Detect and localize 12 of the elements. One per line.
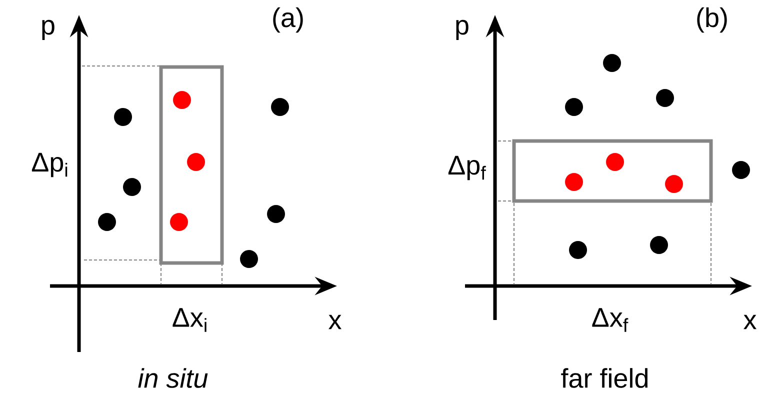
panel-label: (a) — [273, 7, 303, 33]
spread-label: Δx$_{i}$ — [172, 308, 206, 332]
panel-caption: in situ — [138, 368, 208, 388]
axis-label: p — [456, 20, 468, 40]
spread-label: Δp$_{f}$ — [448, 156, 486, 180]
axis-label: p — [42, 20, 54, 40]
axis-label: x — [744, 314, 756, 330]
spread-label: Δx$_{f}$ — [592, 308, 628, 332]
spread-label: Δp$_{i}$ — [32, 152, 68, 178]
panel-caption: far field — [561, 368, 648, 388]
panel-label: (b) — [697, 7, 727, 33]
axis-label: x — [328, 314, 342, 330]
